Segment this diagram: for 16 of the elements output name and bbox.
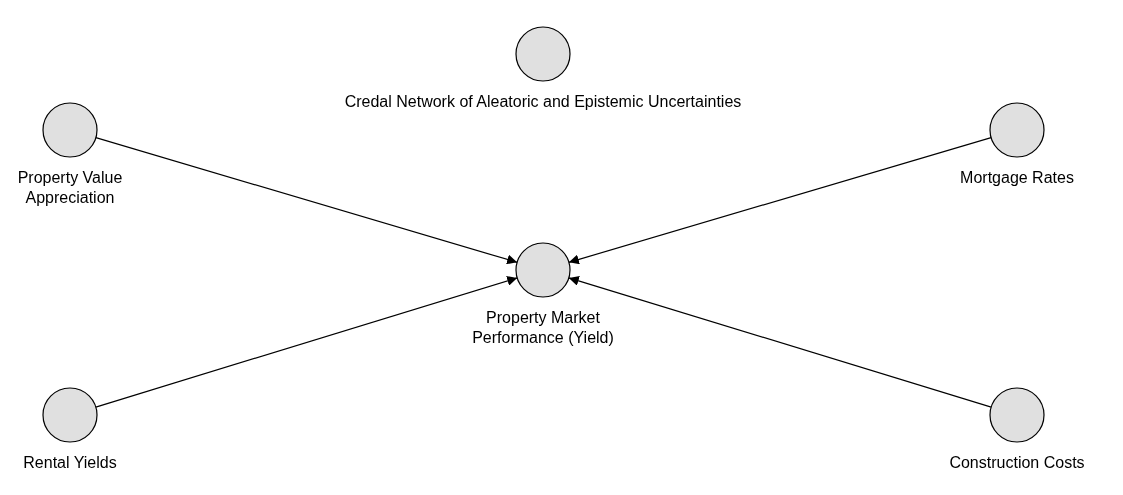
node-label: Property Market Performance (Yield): [471, 308, 615, 348]
arrow: [568, 137, 992, 265]
node-circle: [515, 242, 571, 298]
node-label: Mortgage Rates: [960, 168, 1074, 188]
node-circle: [42, 387, 98, 443]
node-circle: [515, 26, 571, 82]
node-circle: [989, 387, 1045, 443]
arrow: [95, 137, 518, 265]
arrow: [95, 276, 518, 408]
node-label: Construction Costs: [949, 453, 1085, 473]
node-circle: [42, 102, 98, 158]
node-label: Rental Yields: [23, 453, 117, 473]
node-circle: [989, 102, 1045, 158]
node-label: Property Value Appreciation: [16, 168, 124, 208]
node-label: Credal Network of Aleatoric and Epistemic Uncertainties: [344, 92, 742, 112]
arrow: [568, 276, 992, 408]
